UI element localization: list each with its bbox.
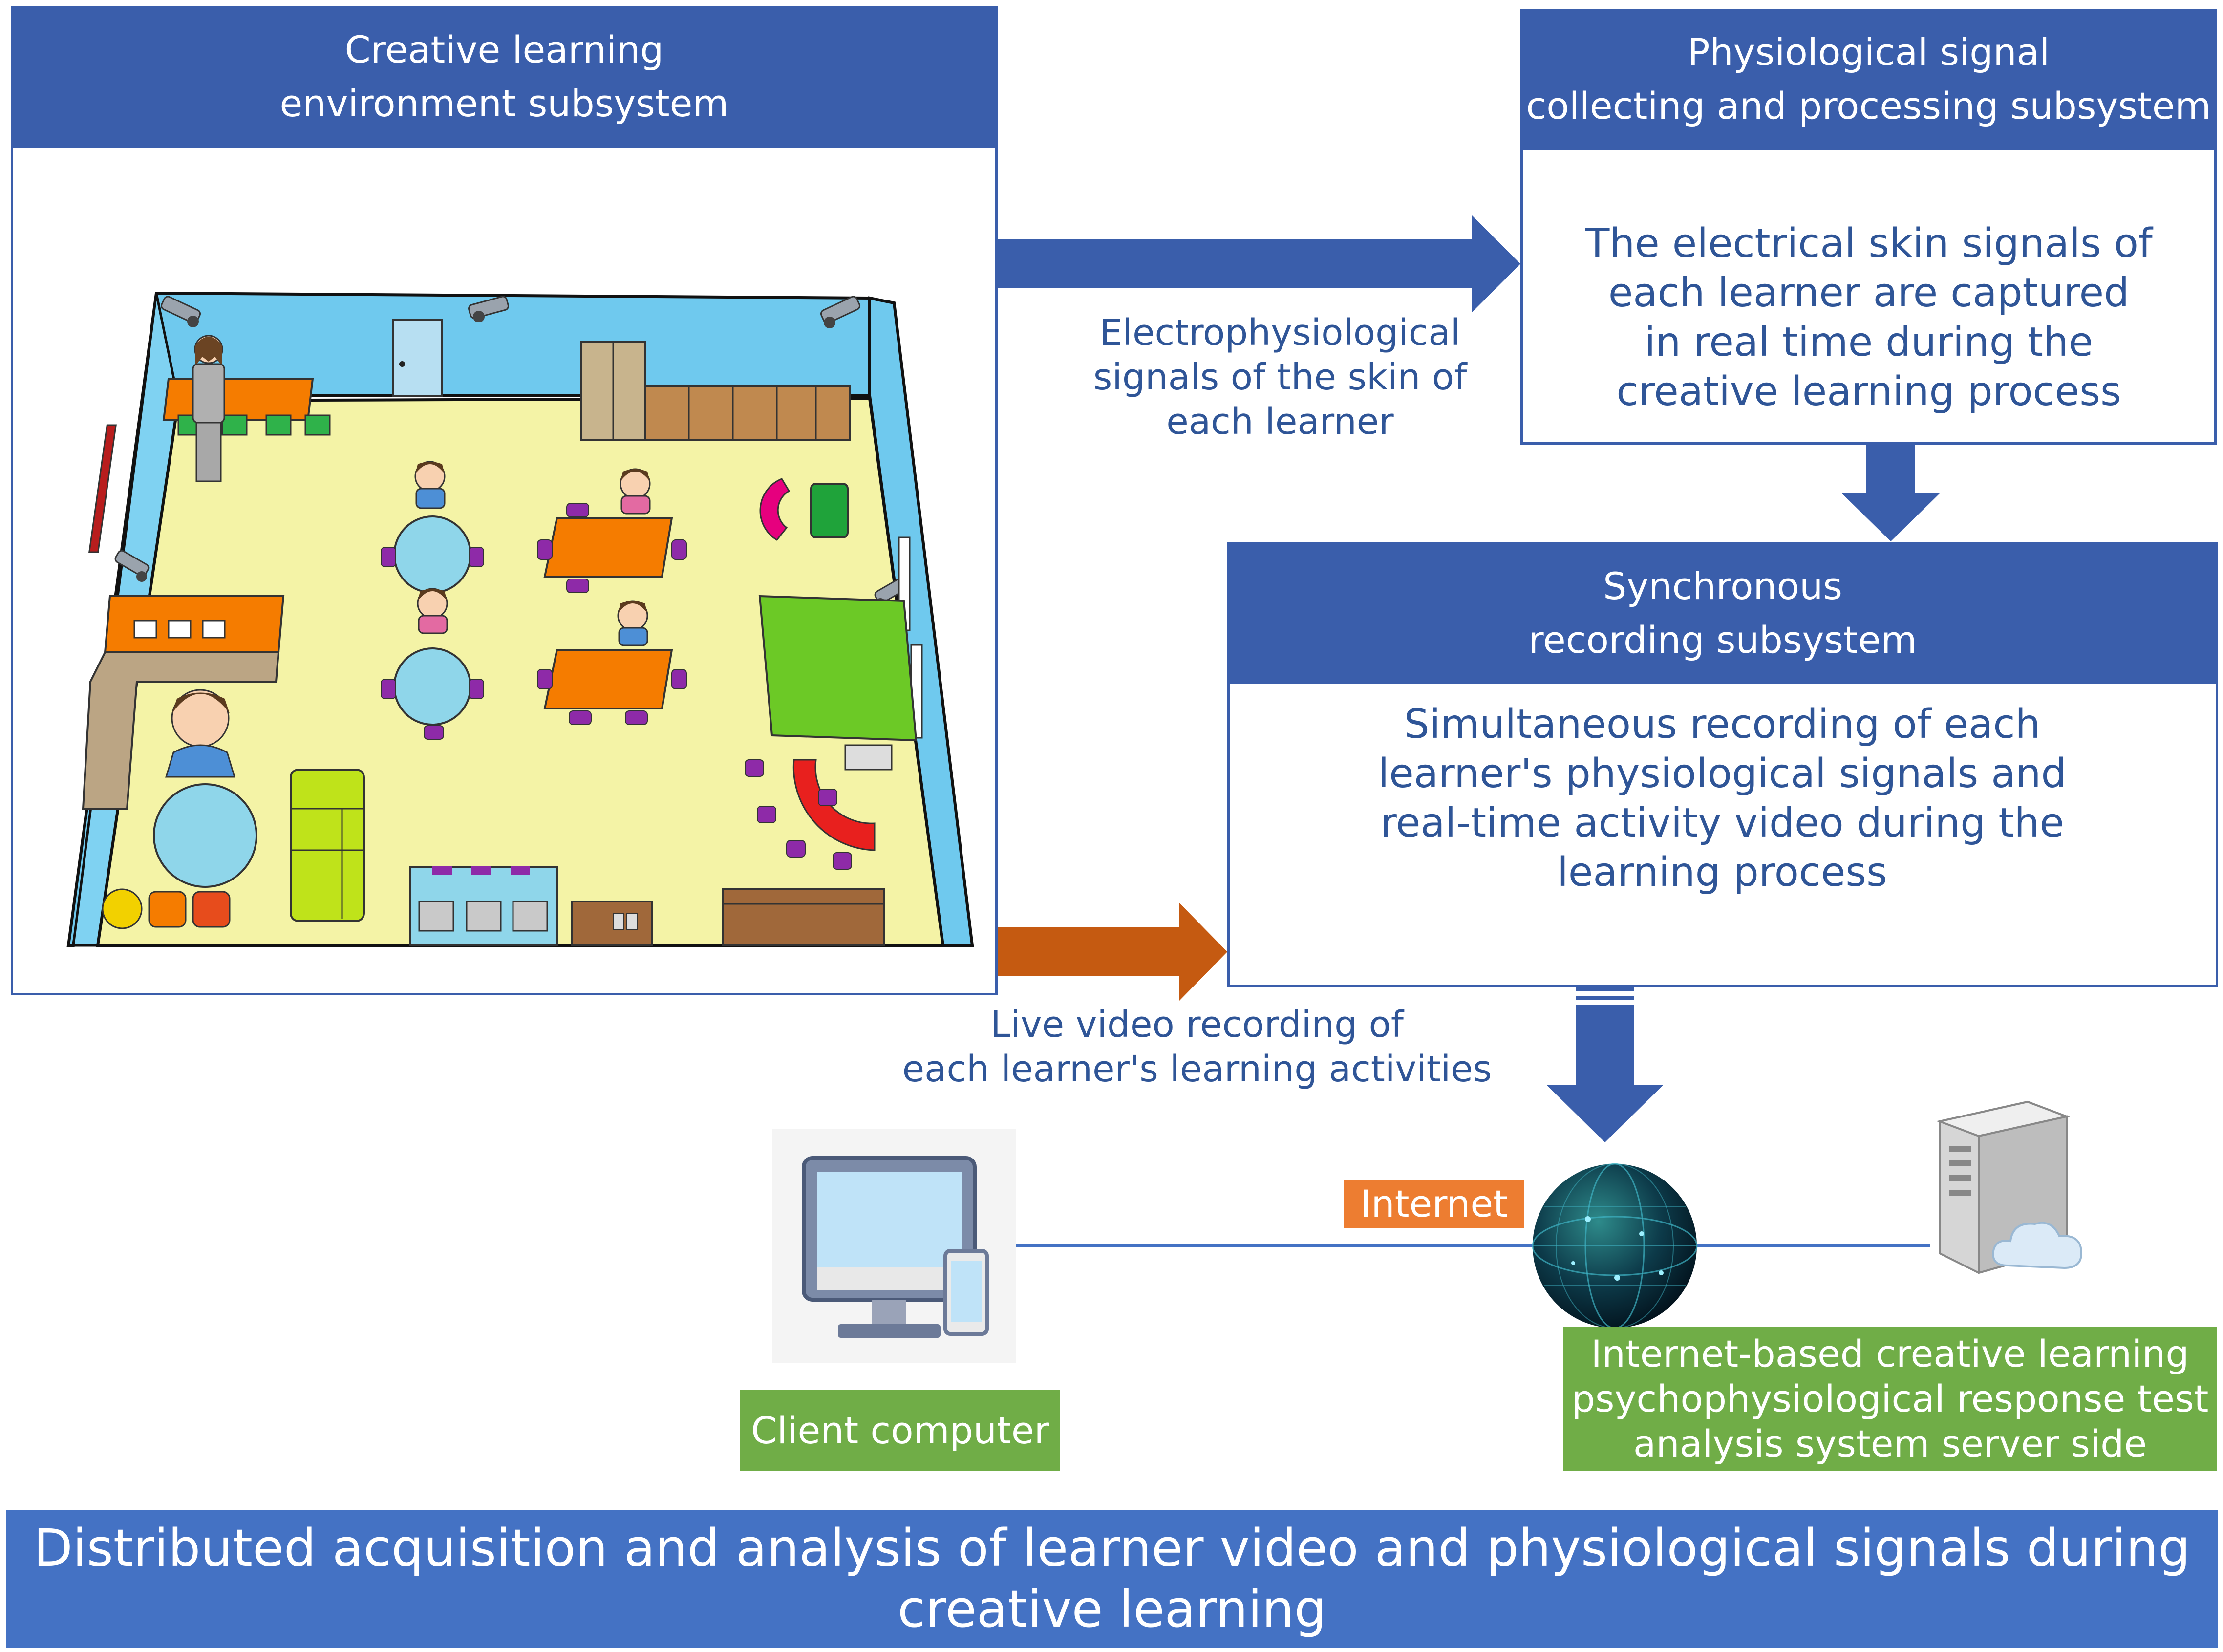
server-side-label: Internet-based creative learning psychop… [1563,1327,2217,1471]
classroom-illustration [66,291,974,947]
live-video-label: Live video recording of each learner's l… [902,1004,1492,1090]
student-icon [617,600,648,646]
student-icon [414,461,446,509]
sofa [290,769,365,922]
student-icon [620,468,651,515]
internet-label: Internet [1344,1180,1524,1228]
cloud-icon [1992,1222,2083,1269]
footer-line1: Distributed acquisition and analysis of … [33,1518,2191,1578]
synchronous-title-line2: recording subsystem [1528,618,1917,662]
physiological-title-line2: collecting and processing subsystem [1526,84,2211,128]
arrow-env-to-sync-video [998,903,1227,1001]
physiological-title-line1: Physiological signal [1687,30,2050,74]
left-counter [104,595,285,653]
synchronous-title-line1: Synchronous [1603,564,1842,608]
green-board [758,595,918,742]
back-cabinets [644,385,851,441]
physiological-description: The electrical skin signals of each lear… [1585,220,2153,415]
student-icon [417,588,448,634]
physiological-header: Physiological signal collecting and proc… [1520,9,2217,150]
electrophysiological-label: Electrophysiological signals of the skin… [1093,312,1467,443]
student-icon [165,689,236,778]
arrow-physio-to-sync [1842,445,1940,541]
creative-environment-title-line2: environment subsystem [279,82,729,125]
creative-environment-title-line1: Creative learning [344,27,664,71]
security-camera-icon [820,296,861,328]
round-table [153,783,257,888]
arrow-env-to-physio [998,215,1520,313]
desktop-computer-icon [772,1129,1016,1363]
footer-line2: creative learning [898,1579,1326,1639]
security-camera-icon [114,550,150,582]
security-camera-icon [468,296,509,322]
classroom-right-wall [868,296,974,947]
network-line [1011,1244,1930,1247]
security-camera-icon [160,296,201,327]
creative-environment-header: Creative learning environment subsystem [11,6,998,148]
teacher-icon [192,335,225,482]
globe-icon [1532,1163,1698,1329]
teacher-desk [162,378,314,421]
footer-banner: Distributed acquisition and analysis of … [6,1510,2218,1648]
synchronous-header: Synchronous recording subsystem [1227,542,2218,684]
client-computer-label: Client computer [740,1390,1060,1471]
arrow-sync-to-internet [1546,987,1664,1142]
synchronous-description: Simultaneous recording of each learner's… [1378,701,2067,896]
door-icon [392,319,443,397]
